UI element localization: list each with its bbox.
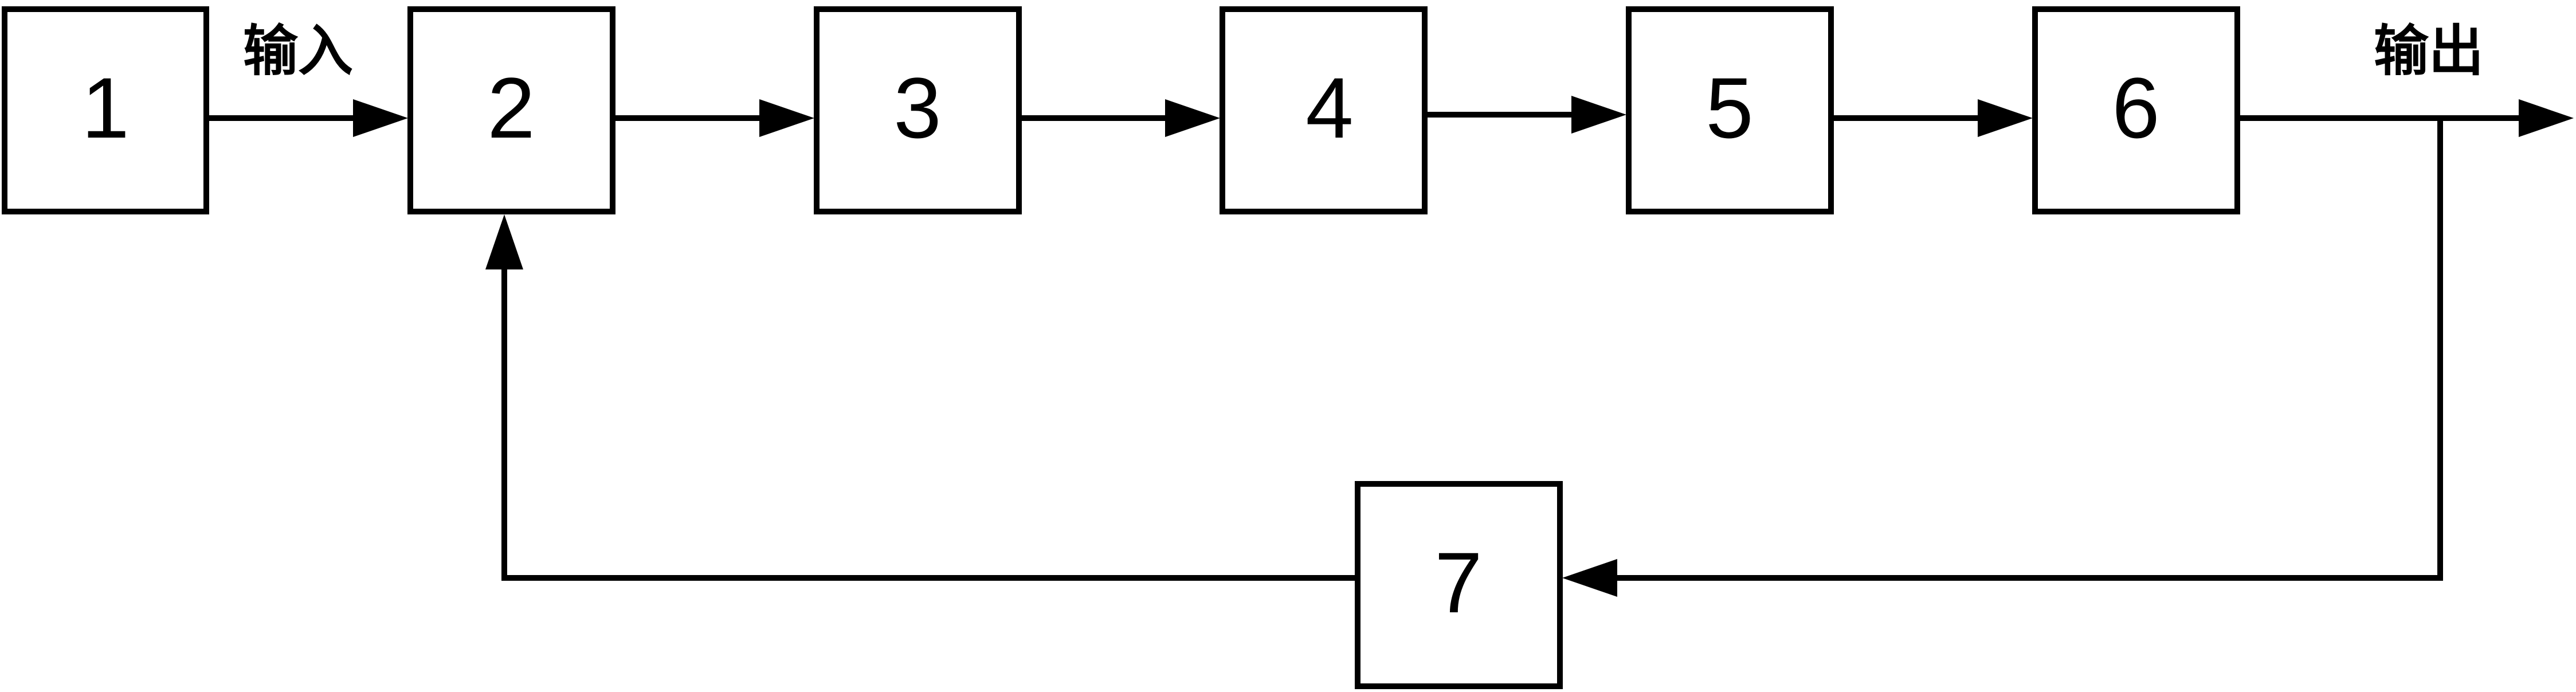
arrow-5-to-6 — [1831, 99, 2033, 137]
arrow-2-to-3-head — [759, 99, 814, 137]
block-1-box — [2, 6, 209, 214]
block-3-box — [814, 6, 1022, 214]
block-4-label: 4 — [1305, 60, 1353, 156]
block-4-box — [1220, 6, 1428, 214]
arrow-3-to-4-head — [1165, 99, 1220, 137]
block-2-label: 2 — [487, 60, 535, 156]
arrow-1-to-2-head — [353, 99, 408, 137]
arrow-6-to-output-head — [2519, 99, 2574, 137]
output-label: 输出 — [2374, 19, 2484, 83]
input-label: 输入 — [243, 19, 353, 83]
block-6: 6 — [2032, 6, 2240, 214]
arrow-3-to-4 — [1019, 99, 1220, 137]
block-5: 5 — [1626, 6, 1834, 214]
arrow-4-to-5 — [1425, 96, 1626, 134]
arrow-7-to-2 — [485, 214, 1358, 581]
arrow-2-to-3 — [613, 99, 814, 137]
block-6-label: 6 — [2112, 60, 2159, 156]
feedback-branch-line — [1616, 118, 2443, 581]
block-1: 1 — [2, 6, 209, 214]
block-5-box — [1626, 6, 1834, 214]
block-1-label: 1 — [81, 60, 129, 156]
arrow-1-to-2 — [206, 99, 408, 137]
block-7: 7 — [1355, 481, 1563, 689]
block-7-box — [1355, 481, 1563, 689]
feedback-return-line — [501, 267, 1358, 581]
block-2-box — [407, 6, 615, 214]
block-2: 2 — [407, 6, 615, 214]
block-4: 4 — [1220, 6, 1428, 214]
arrow-6-to-output — [2237, 99, 2574, 137]
block-3: 3 — [814, 6, 1022, 214]
arrow-4-to-5-head — [1571, 96, 1626, 134]
arrow-output-to-7 — [1562, 118, 2443, 597]
block-6-box — [2032, 6, 2240, 214]
block-7-label: 7 — [1434, 534, 1482, 631]
arrow-5-to-6-head — [1978, 99, 2033, 137]
arrow-output-to-7-head — [1562, 559, 1617, 597]
block-5-label: 5 — [1705, 60, 1753, 156]
block-3-label: 3 — [893, 60, 941, 156]
arrow-7-to-2-head — [485, 214, 523, 269]
